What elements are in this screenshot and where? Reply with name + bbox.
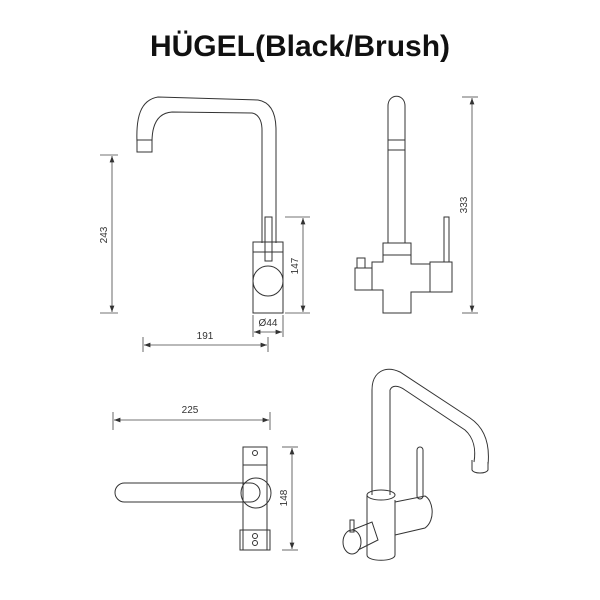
front-view: 243 147 Ø44 191 xyxy=(99,96,310,352)
dim-225: 225 xyxy=(182,405,199,416)
dim-diameter-44: Ø44 xyxy=(259,318,278,329)
side-spout xyxy=(387,95,406,243)
iso-spout-inner xyxy=(389,385,476,495)
dim-148: 148 xyxy=(279,489,290,506)
side-view: 333 xyxy=(354,95,478,314)
lever xyxy=(264,216,273,262)
iso-handle xyxy=(394,495,433,536)
valve-knob xyxy=(252,265,284,297)
nozzle xyxy=(136,139,153,153)
iso-spout-outer xyxy=(371,368,489,495)
iso-nozzle xyxy=(471,460,489,474)
body xyxy=(252,241,284,314)
iso-lever xyxy=(416,446,424,500)
top-knob xyxy=(240,477,272,509)
dim-191: 191 xyxy=(197,331,214,342)
dim-333: 333 xyxy=(459,196,470,213)
product-title: HÜGEL(Black/Brush) xyxy=(149,30,451,63)
top-view: 225 148 xyxy=(112,405,298,551)
top-plate xyxy=(242,446,268,551)
iso-body xyxy=(366,495,396,561)
filter-knob xyxy=(354,267,373,291)
side-handle xyxy=(429,261,453,293)
side-body xyxy=(371,255,431,314)
iso-filter xyxy=(351,521,379,551)
top-lever xyxy=(114,482,261,503)
dim-147: 147 xyxy=(290,257,301,274)
dim-243: 243 xyxy=(99,226,110,243)
spout-outer xyxy=(136,96,277,243)
isometric-view xyxy=(342,368,489,561)
spout-inner xyxy=(151,111,263,243)
iso-filter-knob xyxy=(342,529,362,555)
side-lever xyxy=(443,216,450,263)
